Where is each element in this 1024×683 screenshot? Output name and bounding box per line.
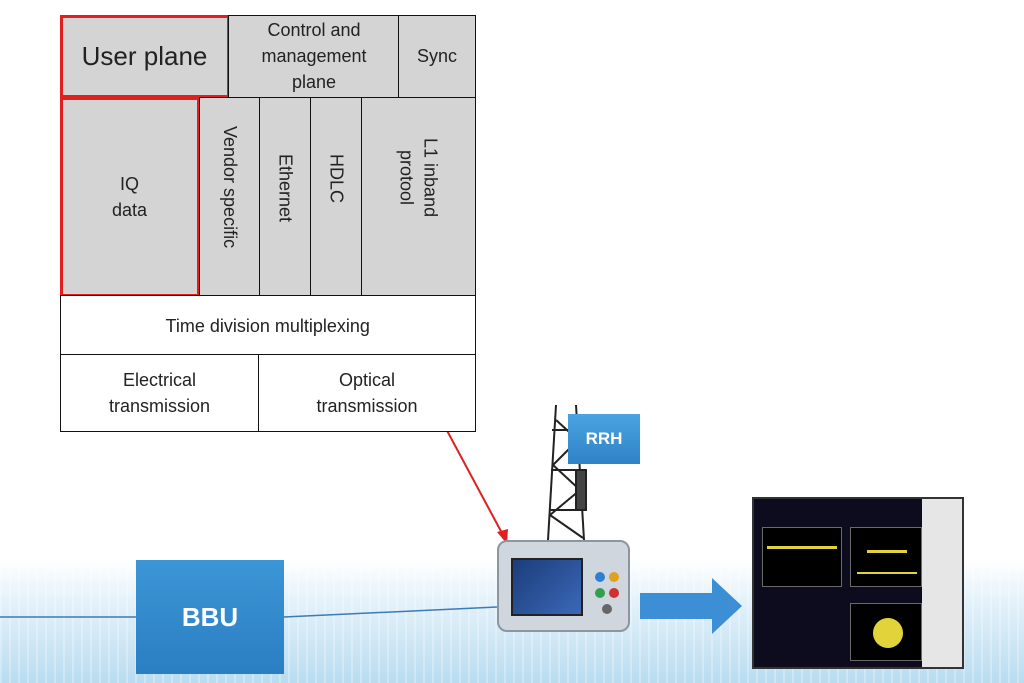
l1-inband-cell: L1 inband protool: [361, 97, 476, 297]
tdm-cell: Time division multiplexing: [59, 295, 476, 356]
sync-cell: Sync: [398, 14, 476, 98]
output-arrow-icon: [640, 578, 742, 634]
link-bbu-device: [283, 606, 498, 618]
test-instrument-icon: [497, 540, 630, 632]
spectrum-trace-1: [762, 527, 842, 587]
rrh-node: RRH: [568, 414, 640, 464]
spectrum-trace-2: [850, 527, 922, 587]
electrical-transmission-cell: Electrical transmission: [59, 354, 260, 432]
control-plane-label: Control and management plane: [261, 20, 367, 92]
bbu-label: BBU: [181, 601, 239, 632]
instrument-screen: [511, 558, 583, 616]
instrument-key-icon: [602, 604, 612, 614]
vendor-specific-label: Vendor specific: [220, 126, 240, 249]
hdlc-cell: HDLC: [310, 97, 363, 297]
spectrum-analyzer-screen-icon: [752, 497, 964, 669]
highlight-arrow-line: [443, 424, 504, 536]
constellation-trace: [850, 603, 922, 661]
tdm-label: Time division multiplexing: [165, 315, 370, 336]
instrument-key-icon: [609, 572, 619, 582]
instrument-key-icon: [609, 588, 619, 598]
analyzer-side-panel: [922, 499, 962, 667]
optical-transmission-label: Optical transmission: [316, 369, 418, 416]
instrument-key-icon: [595, 588, 605, 598]
bbu-node: BBU: [136, 560, 284, 674]
hdlc-label: HDLC: [326, 154, 347, 204]
ethernet-label: Ethernet: [275, 154, 296, 223]
instrument-key-icon: [595, 572, 605, 582]
user-plane-cell: User plane: [59, 14, 230, 98]
rrh-label: RRH: [585, 429, 623, 448]
iq-data-label: IQ data: [111, 174, 148, 220]
sync-label: Sync: [416, 46, 458, 66]
optical-transmission-cell: Optical transmission: [258, 354, 476, 432]
ethernet-cell: Ethernet: [259, 97, 312, 297]
cpri-protocol-stack: User plane Control and management plane …: [59, 14, 476, 432]
control-plane-cell: Control and management plane: [228, 14, 400, 98]
user-plane-label: User plane: [81, 41, 208, 71]
vendor-specific-cell: Vendor specific: [199, 97, 261, 297]
l1-inband-label: L1 inband protool: [396, 138, 441, 218]
electrical-transmission-label: Electrical transmission: [108, 369, 211, 416]
iq-data-cell: IQ data: [59, 97, 200, 297]
